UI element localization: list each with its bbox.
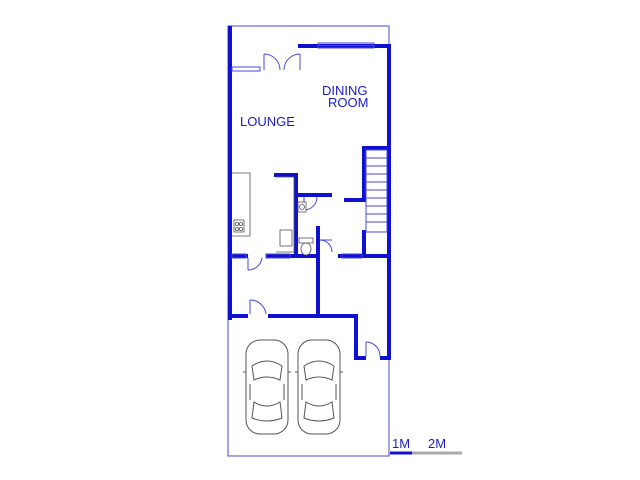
car-left [243,339,291,435]
windows [231,42,375,259]
room-label-dining-line1: DINING [322,83,368,98]
doors [247,53,381,357]
scale-label-2m: 2M [428,436,446,451]
toilet-fixture [298,237,314,256]
scale-label-1m: 1M [392,436,410,451]
walls [228,26,391,360]
car-right [295,339,343,435]
room-label-lounge: LOUNGE [240,114,295,129]
kitchen-fixtures [232,172,307,253]
scale-bar: 1M 2M [390,436,462,455]
room-label-dining-line2: ROOM [328,95,368,110]
staircase [365,149,388,233]
